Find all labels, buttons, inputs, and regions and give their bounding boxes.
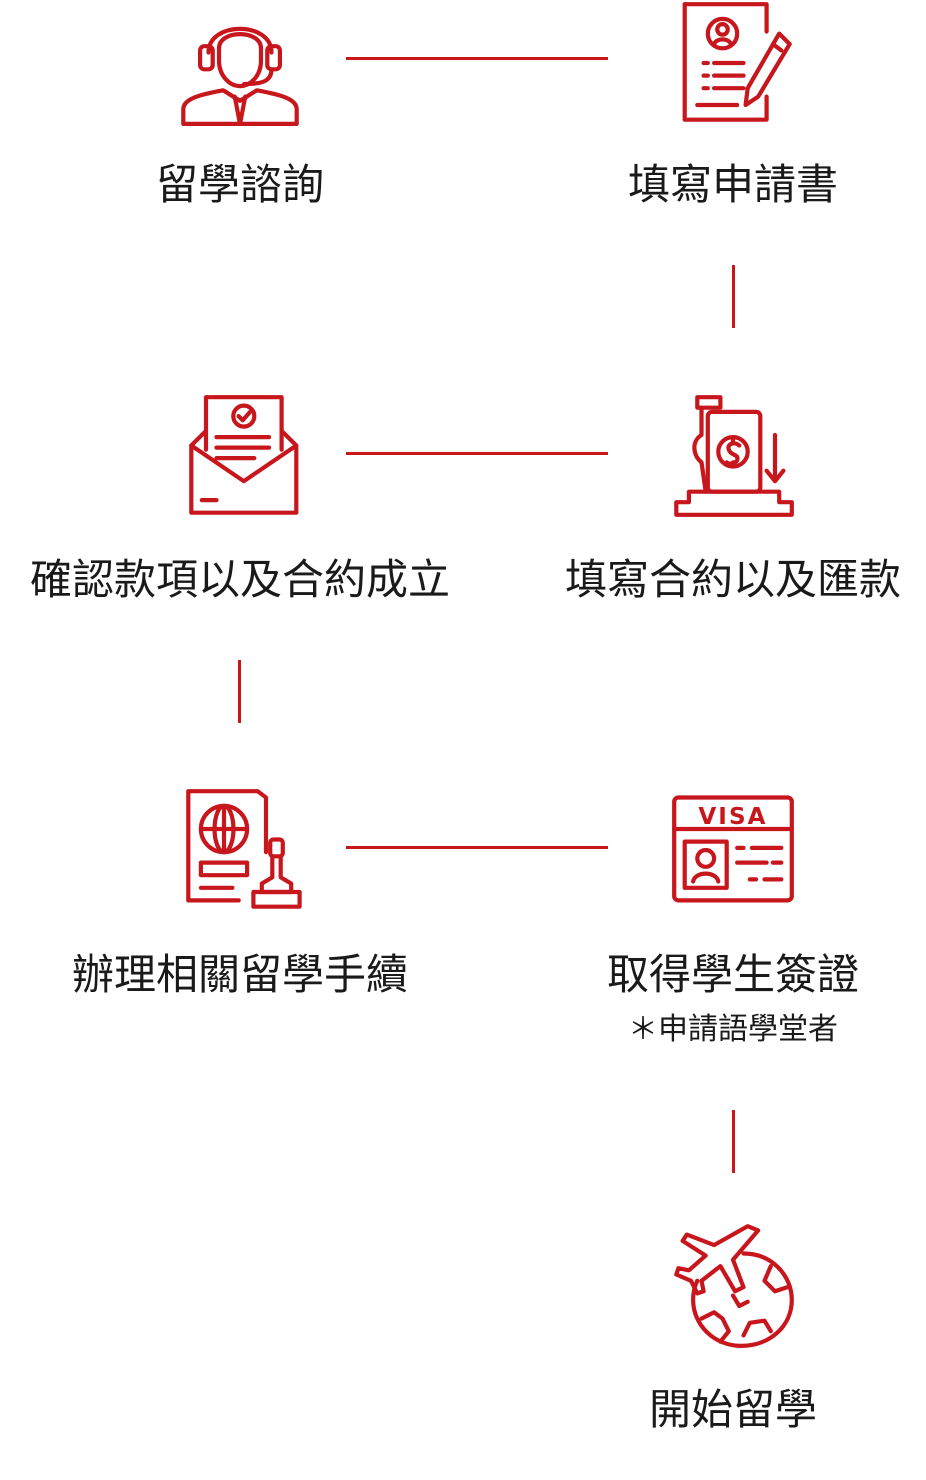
connector-step3-step5	[238, 660, 241, 723]
headset-agent-icon	[177, 0, 303, 126]
globe-airplane-icon	[670, 1222, 796, 1348]
money-transfer-icon	[670, 393, 796, 519]
connector-step1-step2	[346, 57, 608, 60]
passport-stamp-icon	[182, 787, 308, 913]
step-label-consultation: 留學諮詢	[155, 160, 324, 209]
step-label-start-study: 開始留學	[648, 1385, 817, 1434]
visa-card-icon: VISA	[670, 787, 796, 913]
confirmation-envelope-icon	[185, 393, 311, 519]
step-label-contract-payment: 填寫合約以及匯款	[564, 555, 901, 604]
connector-step2-step4	[732, 265, 735, 328]
step-label-student-visa: 取得學生簽證	[606, 950, 859, 999]
step-label-confirmation: 確認款項以及合約成立	[29, 555, 450, 604]
application-form-icon	[670, 0, 796, 126]
connector-step5-step6	[346, 846, 608, 849]
step-label-procedures: 辦理相關留學手續	[71, 950, 408, 999]
visa-card-text: VISA	[698, 804, 767, 830]
connector-step3-step4	[346, 452, 608, 455]
step-label-application: 填寫申請書	[627, 160, 838, 209]
step-sublabel-language-school: ＊申請語學堂者	[628, 1012, 838, 1047]
connector-step6-step7	[732, 1110, 735, 1173]
